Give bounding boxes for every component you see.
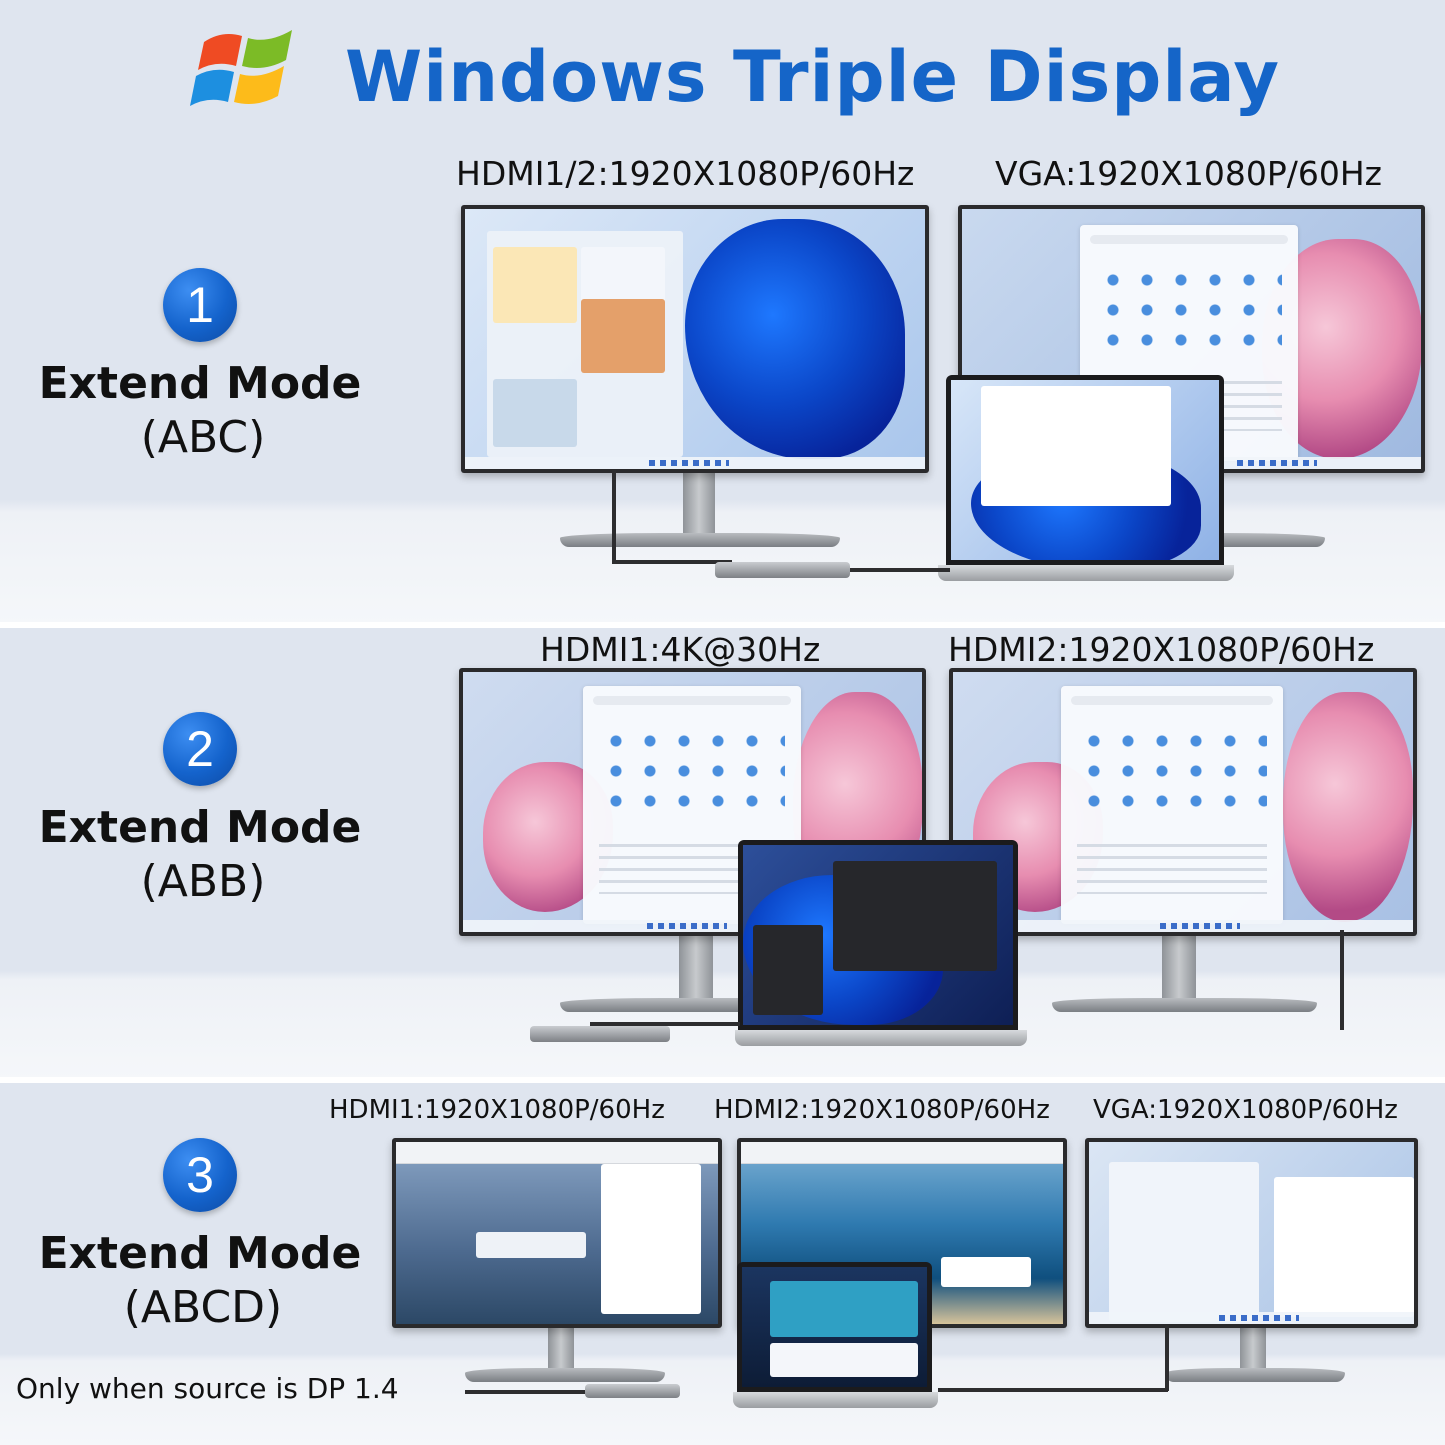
laptop-screen — [737, 1262, 932, 1392]
monitor-base — [465, 1368, 665, 1382]
header: Windows Triple Display — [185, 14, 1285, 124]
monitor-stand — [1240, 1325, 1266, 1373]
mode-subtitle: (ABC) — [140, 412, 266, 463]
port-label: VGA:1920X1080P/60Hz — [995, 154, 1382, 193]
port-label: HDMI2:1920X1080P/60Hz — [714, 1095, 1050, 1125]
monitor — [1085, 1138, 1418, 1328]
cable — [1165, 1325, 1169, 1391]
monitor-stand — [548, 1325, 574, 1373]
mode-number-badge: 1 — [163, 268, 237, 342]
section-divider — [0, 1077, 1445, 1083]
mode-number-badge: 2 — [163, 712, 237, 786]
port-label: HDMI1:1920X1080P/60Hz — [329, 1095, 665, 1125]
port-label: VGA:1920X1080P/60Hz — [1093, 1095, 1398, 1125]
port-label: HDMI1/2:1920X1080P/60Hz — [456, 154, 915, 193]
usb-hub — [715, 562, 850, 578]
page-title: Windows Triple Display — [345, 36, 1281, 118]
section-divider — [0, 622, 1445, 628]
port-label: HDMI2:1920X1080P/60Hz — [948, 630, 1375, 669]
mode-number-badge: 3 — [163, 1138, 237, 1212]
laptop-base — [733, 1392, 938, 1408]
monitor-stand — [683, 470, 715, 536]
monitor — [392, 1138, 722, 1328]
laptop-screen — [738, 840, 1018, 1030]
cable — [938, 1388, 1168, 1392]
monitor-base — [560, 533, 840, 547]
monitor-base — [1052, 998, 1317, 1012]
cable — [612, 470, 616, 562]
footnote: Only when source is DP 1.4 — [16, 1372, 399, 1405]
monitor-base — [1165, 1368, 1345, 1382]
laptop-base — [735, 1030, 1027, 1046]
mode-title: Extend Mode — [38, 802, 362, 853]
mode-title: Extend Mode — [38, 358, 362, 409]
cable — [465, 1390, 585, 1394]
monitor — [461, 205, 929, 473]
cable — [612, 560, 732, 564]
port-label: HDMI1:4K@30Hz — [540, 630, 821, 669]
windows-logo-icon — [190, 30, 292, 106]
cable — [850, 568, 950, 572]
cable — [590, 1022, 740, 1026]
mode-title: Extend Mode — [38, 1228, 362, 1279]
laptop-base — [938, 565, 1234, 581]
usb-hub — [530, 1026, 670, 1042]
monitor — [949, 668, 1417, 936]
monitor-stand — [1162, 932, 1196, 1002]
mode-subtitle: (ABCD) — [123, 1282, 283, 1333]
monitor-stand — [679, 932, 713, 1002]
usb-hub — [585, 1384, 680, 1398]
mode-subtitle: (ABB) — [140, 856, 266, 907]
cable — [1340, 930, 1344, 1030]
laptop-screen — [946, 375, 1224, 565]
